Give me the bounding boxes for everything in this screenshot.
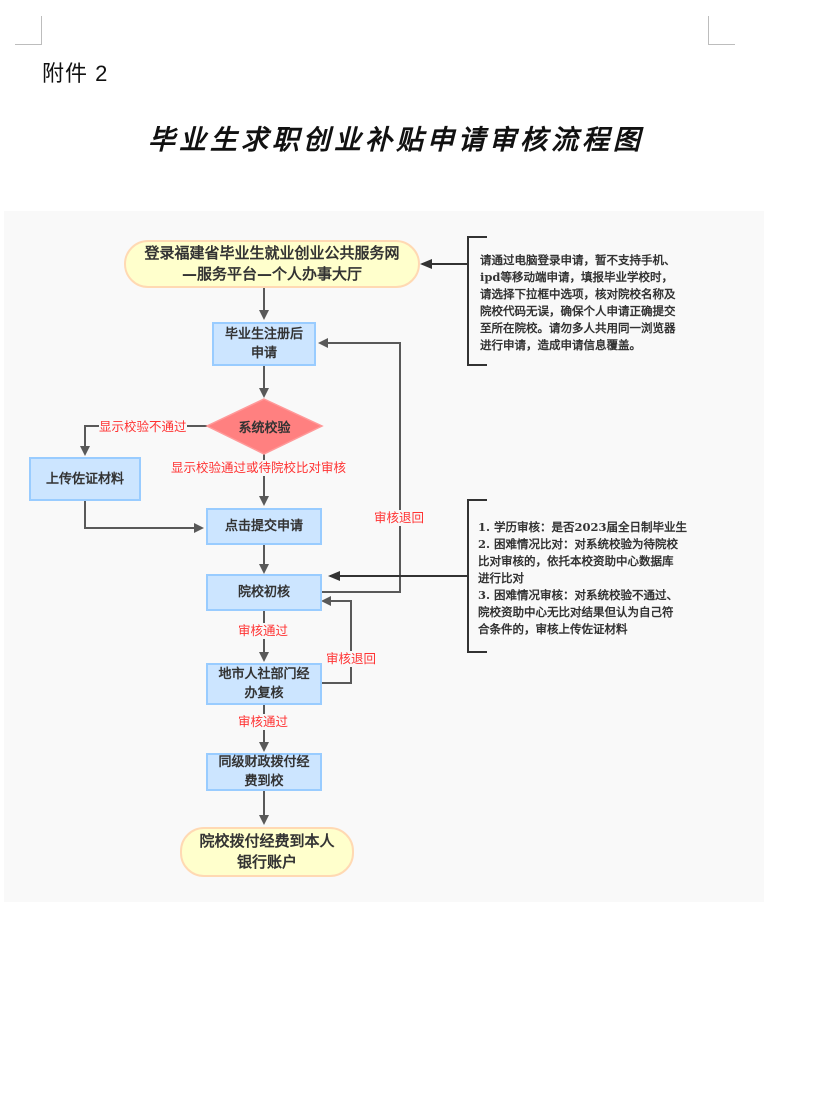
start-node-line1: 登录福建省毕业生就业创业公共服务网: [144, 244, 400, 262]
school-review-node: 院校初核: [206, 574, 322, 611]
register-node-line2: 申请: [250, 346, 277, 361]
edge-label-city-return: 审核退回: [326, 651, 377, 667]
start-node-line2: —服务平台—个人办事大厅: [181, 265, 362, 283]
page-corner-mark-top-left: [15, 16, 42, 45]
upload-node-label: 上传佐证材料: [45, 471, 124, 487]
submit-node: 点击提交申请: [206, 508, 322, 545]
review-note: 1. 学历审核：是否2023届全日制毕业生 2. 困难情况比对：对系统校验为待院…: [478, 520, 688, 636]
document-title: 毕业生求职创业补贴申请审核流程图: [148, 125, 644, 156]
system-check-node: 系统校验: [207, 399, 322, 454]
end-node-line1: 院校拨付经费到本人: [199, 832, 335, 850]
finance-node-line2: 费到校: [244, 774, 284, 789]
finance-node: 同级财政拨付经 费到校: [206, 753, 322, 791]
register-node-line1: 毕业生注册后: [224, 327, 303, 342]
end-node-line2: 银行账户: [236, 853, 297, 871]
edge-label-check-fail: 显示校验不通过: [99, 419, 187, 435]
system-check-label: 系统校验: [238, 421, 291, 436]
edge-label-school-pass: 审核通过: [238, 623, 289, 639]
school-review-node-label: 院校初核: [237, 585, 290, 600]
login-note: 请通过电脑登录申请，暂不支持手机、 ipd等移动端申请，填报毕业学校时， 请选择…: [480, 253, 676, 352]
finance-node-line1: 同级财政拨付经: [218, 755, 310, 770]
register-node: 毕业生注册后 申请: [212, 322, 316, 366]
edge-label-check-pass: 显示校验通过或待院校比对审核: [171, 460, 347, 476]
page-corner-mark-top-right: [708, 16, 735, 45]
edge-label-city-pass: 审核通过: [238, 714, 289, 730]
submit-node-label: 点击提交申请: [224, 519, 303, 534]
attachment-label: 附件 2: [42, 61, 109, 86]
edge-label-school-return: 审核退回: [374, 510, 425, 526]
start-node: 登录福建省毕业生就业创业公共服务网 —服务平台—个人办事大厅: [124, 240, 420, 288]
city-review-node-line1: 地市人社部门经: [218, 667, 310, 682]
city-review-node: 地市人社部门经 办复核: [206, 663, 322, 705]
end-node: 院校拨付经费到本人 银行账户: [180, 827, 354, 877]
upload-node: 上传佐证材料: [29, 457, 141, 501]
city-review-node-line2: 办复核: [244, 686, 284, 701]
